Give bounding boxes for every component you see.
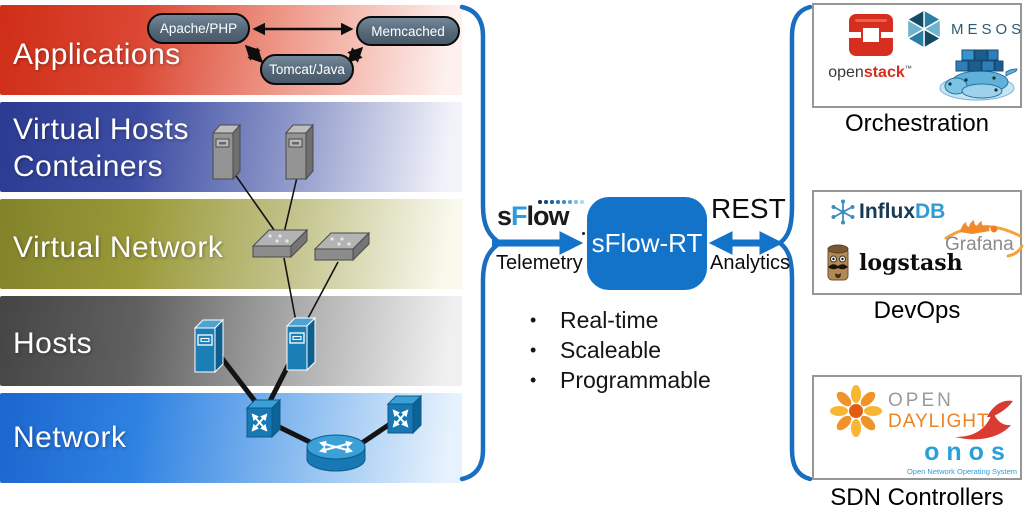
sflow-logo-dots-icon (538, 200, 584, 204)
host-server-icon (194, 319, 224, 373)
virtual-host-server-icon (285, 124, 314, 180)
list-item: Scaleable (530, 335, 711, 365)
node-tomcat-java: Tomcat/Java (260, 54, 354, 85)
influxdb-snowflake-icon (831, 199, 855, 225)
analytics-label: Analytics (710, 252, 791, 274)
node-apache-php: Apache/PHP (147, 13, 250, 44)
host-server-icon (286, 317, 316, 371)
tomcat-memcached-arrow-icon (346, 46, 364, 64)
mesos-icon (906, 8, 942, 50)
list-item: Programmable (530, 365, 711, 395)
grafana-flame-icon (944, 220, 1024, 258)
rest-label: REST (711, 193, 786, 224)
bullet-icon (530, 370, 560, 391)
topology-links (212, 172, 398, 451)
sflow-logo: sFlow (497, 199, 587, 239)
panel-label-sdn-controllers: SDN Controllers (830, 484, 1004, 511)
openstack-logo: openstack™ (826, 10, 914, 82)
node-memcached: Memcached (356, 16, 460, 46)
virtual-host-server-icon (212, 124, 241, 180)
logstash-logo: logstash (824, 242, 963, 284)
network-switch-icon (247, 400, 280, 437)
layer-label-applications: Applications (13, 38, 181, 71)
virtual-switch-icon (252, 229, 308, 258)
sflow-registered-dot (582, 232, 585, 235)
telemetry-label: Telemetry (496, 252, 583, 274)
panel-label-devops: DevOps (873, 297, 961, 324)
layer-band-virtual-network (0, 199, 462, 289)
opendaylight-star-icon (830, 385, 882, 437)
onos-wordmark: onos (924, 438, 1012, 466)
virtual-switch-icon (314, 232, 370, 261)
layer-label-network: Network (13, 421, 127, 454)
router-icon (307, 435, 365, 471)
layer-band-network (0, 393, 462, 483)
apache-tomcat-arrow-icon (244, 44, 264, 64)
openstack-icon (847, 14, 895, 56)
panel-label-orchestration: Orchestration (844, 110, 990, 137)
influxdb-logo: InfluxDB (830, 199, 945, 225)
list-item: Real-time (530, 305, 711, 335)
panel-sdn-controllers (812, 375, 1022, 480)
opendaylight-logo: OPEN DAYLIGHT (830, 385, 990, 437)
mesos-logo: MESOS (903, 8, 1025, 50)
bullet-icon (530, 310, 560, 331)
sflow-rt-box: sFlow-RT (587, 197, 707, 290)
logstash-log-icon (827, 244, 849, 281)
onos-bird-icon (953, 397, 1015, 448)
layer-label-hosts: Hosts (13, 327, 93, 360)
docker-whale-icon (939, 49, 1018, 101)
grafana-logo: Grafana (942, 212, 1024, 264)
network-switch-icon (388, 396, 421, 433)
right-brace-icon (776, 4, 813, 482)
onos-tagline: Open Network Operating System (906, 467, 1018, 476)
docker-logo (936, 38, 1018, 107)
bullet-icon (530, 340, 560, 361)
feature-bullet-list: Real-time Scaleable Programmable (530, 305, 711, 395)
layer-label-virtual-network: Virtual Network (13, 231, 224, 264)
